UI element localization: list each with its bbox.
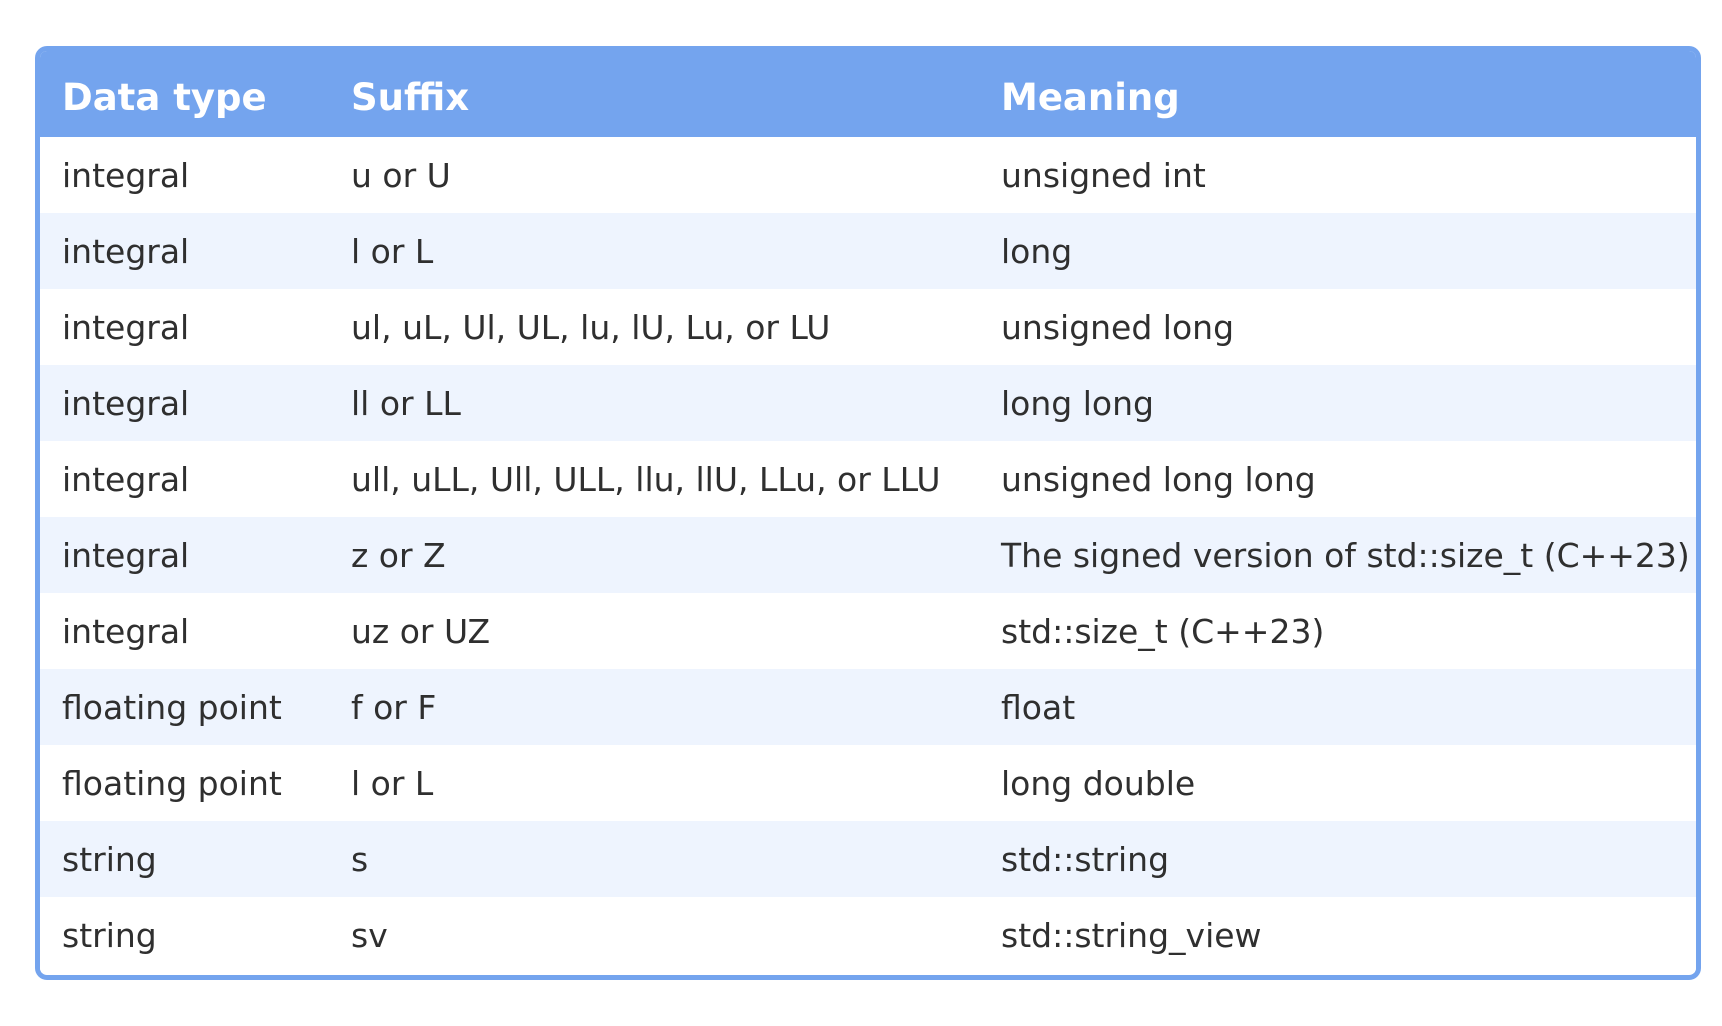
cell-data-type: string — [62, 839, 157, 879]
cell-meaning: long double — [1001, 763, 1196, 803]
header-data-type: Data type — [62, 75, 267, 119]
header-suffix: Suffix — [351, 75, 470, 119]
cell-suffix: z or Z — [351, 535, 446, 575]
cell-data-type: integral — [62, 155, 190, 195]
table-row: integral ll or LL long long — [40, 365, 1696, 441]
cell-meaning: long long — [1001, 383, 1154, 423]
cell-meaning: std::string_view — [1001, 915, 1262, 955]
cell-data-type: floating point — [62, 763, 282, 803]
table-row: string s std::string — [40, 821, 1696, 897]
cell-suffix: ll or LL — [351, 383, 461, 423]
cell-meaning: The signed version of std::size_t (C++23… — [1001, 535, 1690, 575]
cell-suffix: sv — [351, 915, 388, 955]
table-row: integral l or L long — [40, 213, 1696, 289]
table-row: floating point f or F float — [40, 669, 1696, 745]
table-row: integral u or U unsigned int — [40, 137, 1696, 213]
table-row: integral z or Z The signed version of st… — [40, 517, 1696, 593]
cell-suffix: uz or UZ — [351, 611, 491, 651]
cell-meaning: long — [1001, 231, 1073, 271]
cell-meaning: std::size_t (C++23) — [1001, 611, 1325, 651]
cell-meaning: float — [1001, 687, 1076, 727]
cell-data-type: integral — [62, 307, 190, 347]
cell-data-type: integral — [62, 383, 190, 423]
table-row: integral ull, uLL, Ull, ULL, llu, llU, L… — [40, 441, 1696, 517]
table-row: integral uz or UZ std::size_t (C++23) — [40, 593, 1696, 669]
cell-meaning: unsigned long long — [1001, 459, 1316, 499]
table-row: string sv std::string_view — [40, 897, 1696, 973]
cell-data-type: floating point — [62, 687, 282, 727]
suffix-table: Data type Suffix Meaning integral u or U… — [40, 51, 1696, 973]
cell-suffix: l or L — [351, 231, 434, 271]
cell-meaning: unsigned int — [1001, 155, 1206, 195]
cell-suffix: ull, uLL, Ull, ULL, llu, llU, LLu, or LL… — [351, 459, 941, 499]
table-header-row: Data type Suffix Meaning — [40, 51, 1696, 137]
cell-data-type: integral — [62, 231, 190, 271]
cell-meaning: unsigned long — [1001, 307, 1235, 347]
table-row: floating point l or L long double — [40, 745, 1696, 821]
cell-data-type: integral — [62, 535, 190, 575]
cell-data-type: integral — [62, 611, 190, 651]
cell-suffix: s — [351, 839, 369, 879]
cell-data-type: integral — [62, 459, 190, 499]
literal-suffix-table: Data type Suffix Meaning integral u or U… — [35, 46, 1701, 980]
cell-data-type: string — [62, 915, 157, 955]
header-meaning: Meaning — [1001, 75, 1180, 119]
table-row: integral ul, uL, Ul, UL, lu, lU, Lu, or … — [40, 289, 1696, 365]
cell-suffix: f or F — [351, 687, 437, 727]
cell-suffix: l or L — [351, 763, 434, 803]
cell-suffix: u or U — [351, 155, 451, 195]
cell-meaning: std::string — [1001, 839, 1170, 879]
cell-suffix: ul, uL, Ul, UL, lu, lU, Lu, or LU — [351, 307, 831, 347]
